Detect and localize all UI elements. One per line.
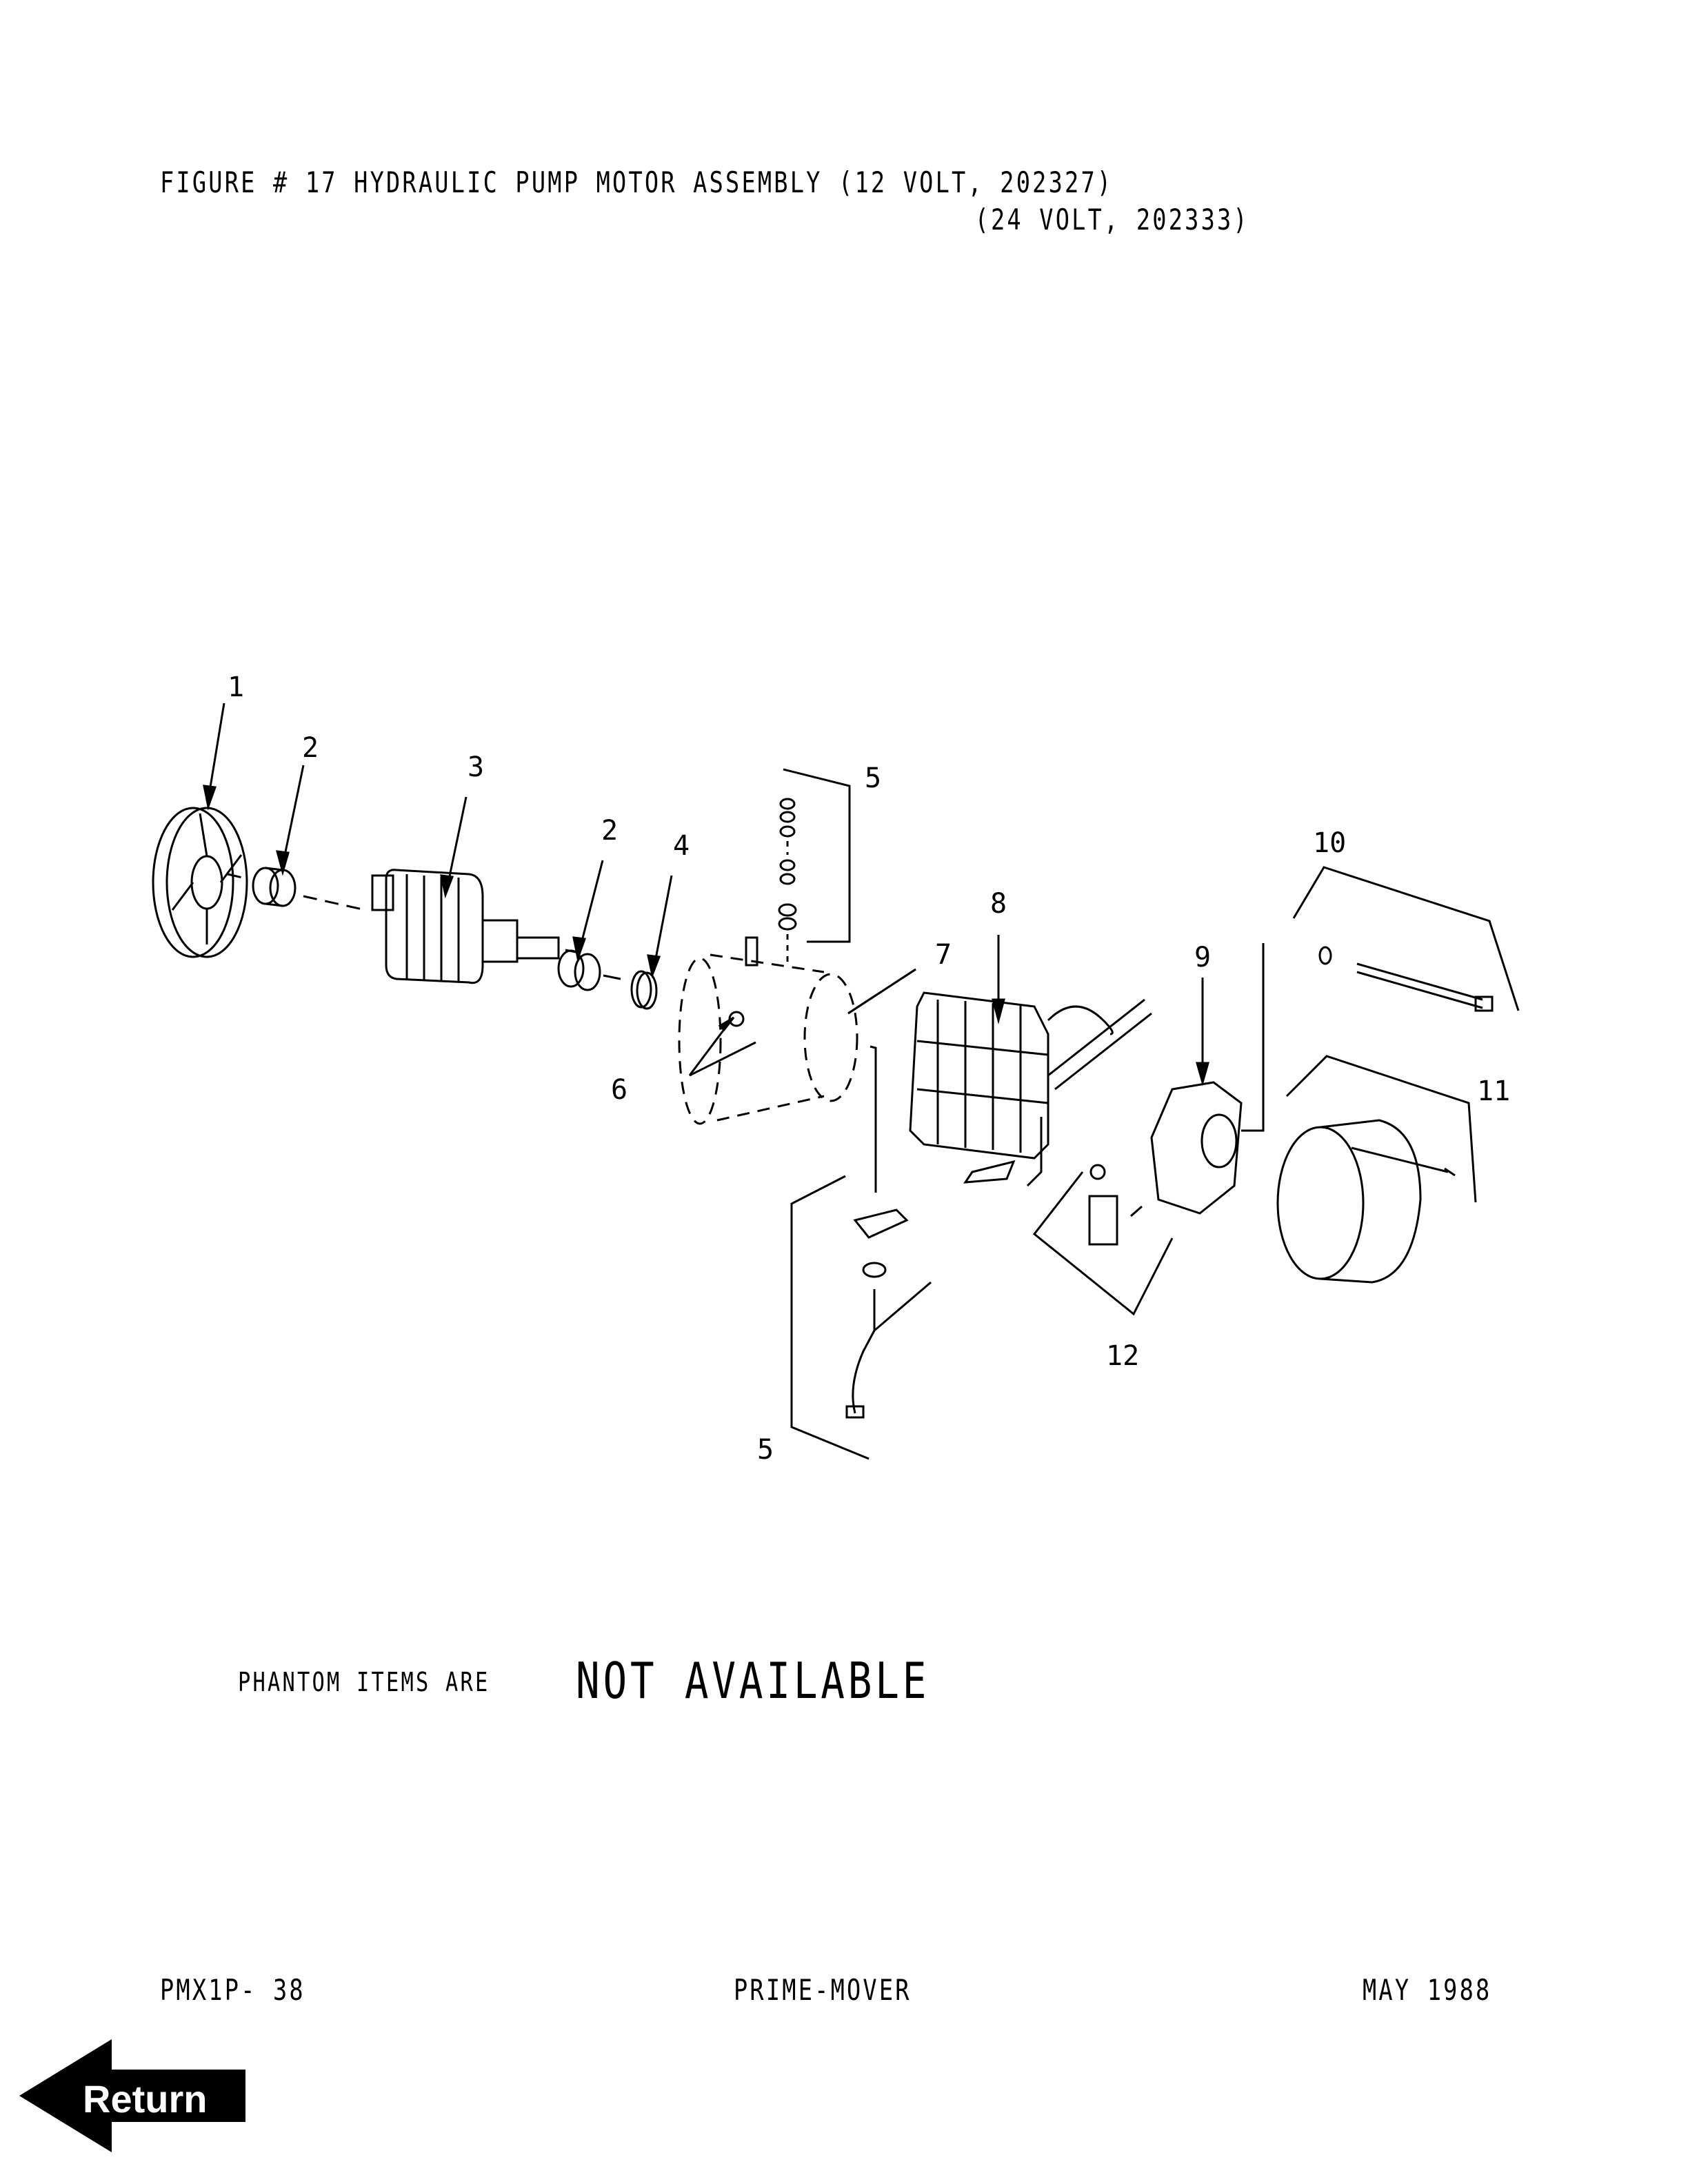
- callout-9: 9: [1194, 942, 1211, 973]
- callout-2b: 2: [601, 815, 618, 847]
- callout-5b: 5: [757, 1434, 774, 1466]
- return-button[interactable]: Return: [19, 2039, 248, 2156]
- footer-page-number: PMX1P- 38: [160, 1973, 305, 2007]
- callout-4: 4: [673, 830, 690, 862]
- leader-lines: [689, 768, 1520, 1460]
- part-terminal-lead: [845, 1209, 932, 1419]
- footer-product: PRIME-MOVER: [734, 1973, 912, 2007]
- left-arrow-icon: [19, 2039, 245, 2152]
- phantom-notice-emphasis: NOT AVAILABLE: [576, 1652, 930, 1710]
- callout-2: 2: [302, 732, 319, 764]
- callout-5: 5: [865, 762, 881, 794]
- part-armature: [371, 869, 560, 984]
- arrow-leaders: [203, 702, 1209, 1086]
- part-through-bolt: [1318, 946, 1494, 1012]
- part-brushes: [1088, 1164, 1118, 1246]
- part-ring: [630, 970, 658, 1010]
- terminal-stud: [745, 936, 758, 967]
- part-bearing: [252, 867, 297, 907]
- return-label: Return: [83, 2077, 208, 2121]
- callout-12: 12: [1106, 1340, 1139, 1372]
- part-end-cap: [1276, 1119, 1456, 1284]
- footer-date: MAY 1988: [1363, 1973, 1492, 2007]
- callout-3: 3: [468, 751, 484, 783]
- part-field-coil: [909, 991, 1152, 1187]
- part-brush-plate: [1150, 1081, 1243, 1215]
- callout-11: 11: [1477, 1075, 1510, 1107]
- part-end-plate: [152, 807, 248, 958]
- callout-7: 7: [935, 939, 952, 971]
- callout-1: 1: [228, 671, 244, 703]
- callout-8: 8: [990, 888, 1007, 920]
- phantom-housing: [678, 953, 858, 1125]
- part-hardware-stack: [778, 798, 797, 965]
- figure-title: FIGURE # 17 HYDRAULIC PUMP MOTOR ASSEMBL…: [160, 165, 1114, 199]
- figure-subtitle: (24 VOLT, 202333): [974, 203, 1249, 236]
- callout-6: 6: [611, 1074, 627, 1106]
- callout-10: 10: [1313, 827, 1346, 859]
- phantom-notice-prefix: PHANTOM ITEMS ARE: [238, 1667, 490, 1697]
- part-bearing-2: [557, 949, 601, 991]
- centerline: [227, 873, 580, 954]
